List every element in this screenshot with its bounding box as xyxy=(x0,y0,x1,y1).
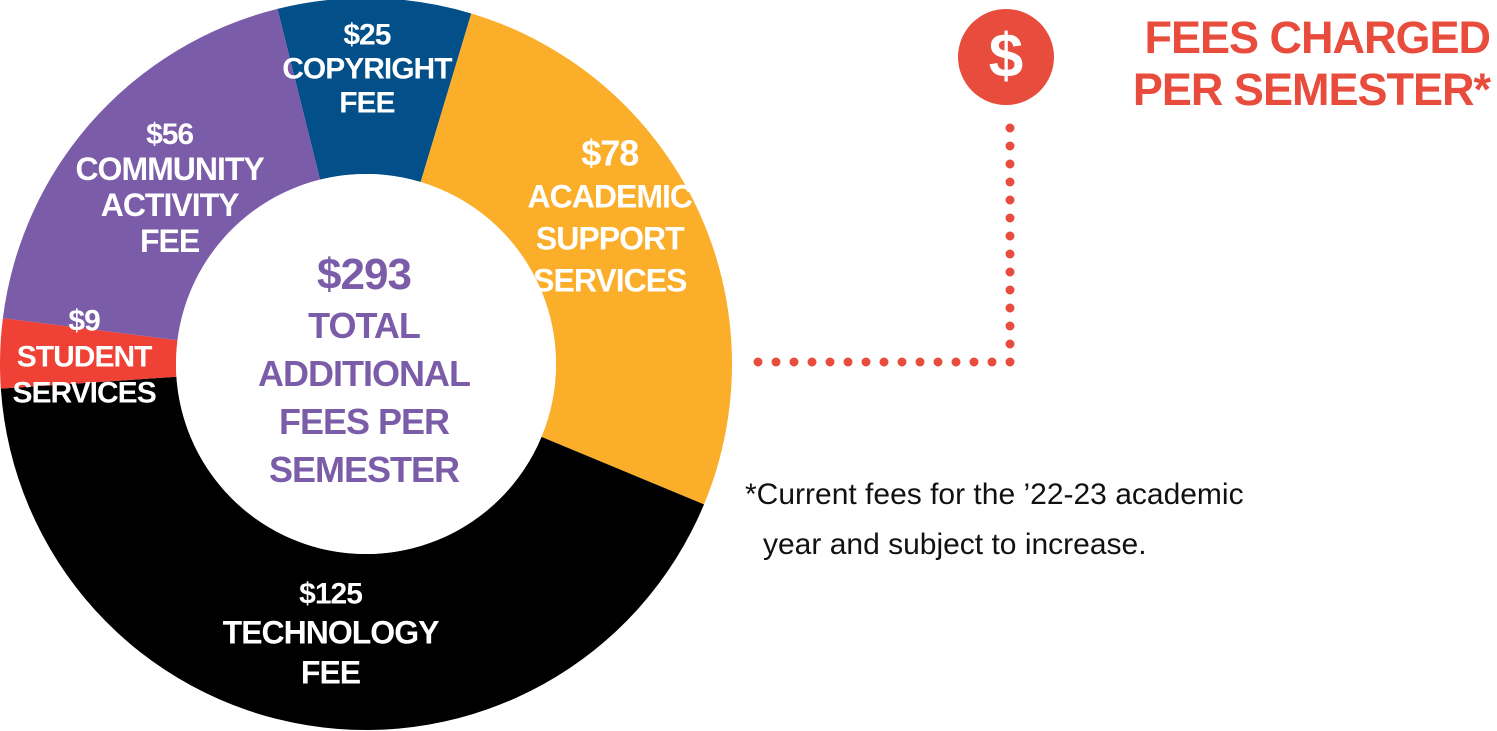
connector-dot xyxy=(1005,123,1015,133)
connector-dot xyxy=(861,357,871,367)
connector-dot xyxy=(1005,267,1015,277)
connector-dot xyxy=(1005,195,1015,205)
donut-slice-4 xyxy=(2,8,321,341)
center-caption-line: FEES PER xyxy=(279,401,450,442)
slice-category-label: SERVICES xyxy=(533,263,687,299)
slice-category-label: FEE xyxy=(140,223,200,259)
slice-value-label: $25 xyxy=(343,19,390,52)
connector-dot xyxy=(771,357,781,367)
donut-slice-3 xyxy=(0,318,178,389)
connector-dot xyxy=(1005,249,1015,259)
donut-slice-0 xyxy=(277,0,472,183)
slice-category-label: COPYRIGHT xyxy=(282,53,452,86)
slice-value-label: $78 xyxy=(581,133,638,174)
slice-category-label: FEE xyxy=(301,654,361,690)
slice-category-label: FEE xyxy=(339,87,394,120)
slice-labels: $25COPYRIGHTFEE$78ACADEMICSUPPORTSERVICE… xyxy=(13,19,694,691)
donut-slices xyxy=(0,0,732,730)
connector-dot xyxy=(1005,321,1015,331)
slice-value-label: $125 xyxy=(299,577,362,610)
center-caption-line: TOTAL xyxy=(308,305,420,346)
chart-title: FEES CHARGED PER SEMESTER* xyxy=(1090,12,1491,116)
connector-dot xyxy=(933,357,943,367)
dollar-sign-icon: $ xyxy=(958,9,1054,105)
slice-category-label: TECHNOLOGY xyxy=(223,614,439,650)
footnote-line-2: year and subject to increase. xyxy=(763,528,1147,561)
dotted-connector xyxy=(753,123,1015,367)
connector-dot xyxy=(1005,231,1015,241)
chart-title-line-2: PER SEMESTER* xyxy=(1132,64,1491,115)
connector-dot xyxy=(897,357,907,367)
center-caption-line: SEMESTER xyxy=(269,449,460,490)
center-caption-line: ADDITIONAL xyxy=(258,353,470,394)
slice-value-label: $9 xyxy=(68,304,100,337)
connector-dot xyxy=(1005,141,1015,151)
slice-category-label: ACADEMIC xyxy=(528,179,693,215)
connector-dot xyxy=(1005,159,1015,169)
connector-dot xyxy=(1005,213,1015,223)
center-total-value: $293 xyxy=(317,250,411,299)
connector-dot xyxy=(753,357,763,367)
connector-dot xyxy=(1005,357,1015,367)
connector-dot xyxy=(825,357,835,367)
chart-title-line-1: FEES CHARGED xyxy=(1144,12,1491,63)
connector-dot xyxy=(969,357,979,367)
donut-hole xyxy=(176,174,556,554)
donut-slice-1 xyxy=(420,13,732,505)
slice-category-label: COMMUNITY xyxy=(75,151,264,187)
slice-category-label: SUPPORT xyxy=(536,221,685,257)
slice-category-label: ACTIVITY xyxy=(101,187,239,223)
footnote-line-1: *Current fees for the ’22-23 academic xyxy=(745,478,1244,511)
connector-dot xyxy=(915,357,925,367)
footnote: *Current fees for the ’22-23 academic ye… xyxy=(745,470,1385,570)
connector-dot xyxy=(1005,339,1015,349)
connector-dot xyxy=(1005,285,1015,295)
connector-dot xyxy=(807,357,817,367)
slice-category-label: SERVICES xyxy=(13,376,156,409)
slice-category-label: STUDENT xyxy=(17,340,152,373)
donut-slice-2 xyxy=(0,376,705,730)
connector-dot xyxy=(879,357,889,367)
connector-dot xyxy=(987,357,997,367)
connector-dot xyxy=(789,357,799,367)
connector-dot xyxy=(1005,303,1015,313)
connector-dot xyxy=(843,357,853,367)
connector-dot xyxy=(1005,177,1015,187)
slice-value-label: $56 xyxy=(146,118,193,151)
connector-dot xyxy=(951,357,961,367)
